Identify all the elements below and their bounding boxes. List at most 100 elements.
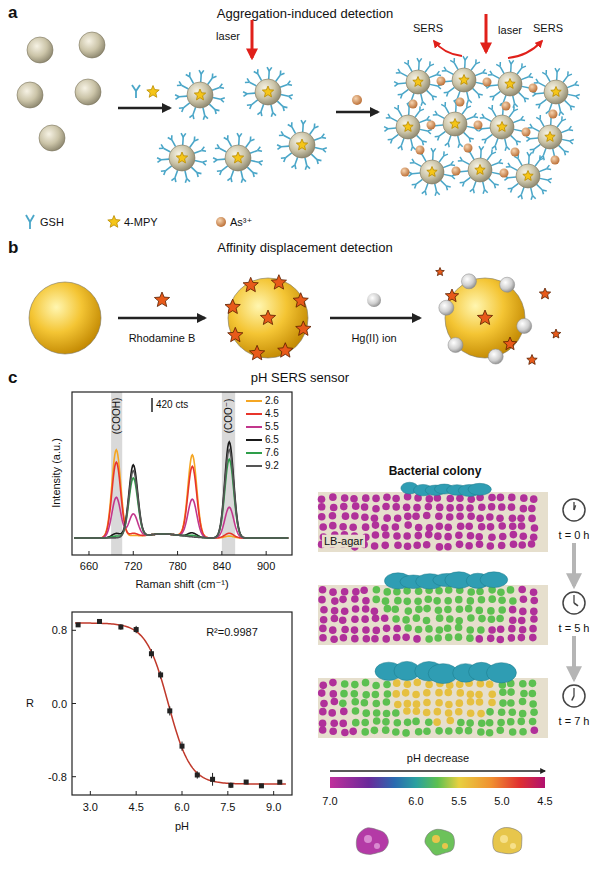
sensor-bead [478, 719, 486, 727]
fit-annotation: R²=0.9987 [206, 626, 258, 639]
arrow [330, 770, 545, 772]
sensor-bead [423, 605, 431, 613]
gsh-ligand [530, 148, 534, 150]
gsh-ligand [492, 110, 496, 117]
gsh-ligand [494, 184, 495, 188]
sensor-bead [412, 718, 420, 726]
star-symbol [503, 337, 516, 350]
panel-title: pH SERS sensor [251, 371, 349, 386]
sensor-bead [382, 635, 390, 643]
sensor-bead [394, 541, 402, 549]
arsenic-ion [522, 128, 531, 137]
sensor-bead [403, 503, 411, 511]
colorbar-tick: 5.0 [494, 795, 509, 808]
sensor-bead [330, 636, 338, 644]
gsh-ligand [259, 162, 262, 165]
star-symbol [260, 310, 275, 325]
sensor-bead [331, 607, 339, 615]
star-symbol [225, 299, 240, 313]
drawing-part [132, 85, 140, 98]
sensor-bead [412, 691, 420, 699]
gsh-ligand [536, 79, 538, 83]
sensor-bead-icon [442, 843, 448, 849]
sensor-bead [529, 625, 537, 633]
nanoparticle [27, 37, 53, 63]
star-symbol [523, 171, 533, 181]
gsh-ligand [512, 183, 518, 188]
gsh-ligand [458, 136, 460, 144]
sensor-bead [423, 541, 431, 549]
gsh-ligand [407, 60, 409, 64]
sensor-bead [508, 634, 516, 642]
arsenic-ion [500, 169, 509, 178]
gsh-ligand [277, 101, 283, 107]
sensor-bead [352, 707, 360, 715]
spectrum-line [74, 459, 288, 538]
axis-tick: 4.5 [129, 801, 144, 814]
gsh-ligand [217, 158, 225, 160]
gsh-ligand [540, 178, 548, 180]
legend-line [246, 426, 262, 428]
time-label: t = 7 h [559, 715, 590, 728]
sensor-bead [423, 727, 431, 735]
sensor-bead [499, 533, 507, 541]
sensor-bead [467, 588, 475, 596]
nanoparticle [17, 82, 43, 108]
gsh-ligand [412, 159, 414, 163]
gsh-ligand [401, 138, 404, 146]
sensor-bead [318, 689, 326, 697]
star-symbol [545, 132, 555, 142]
sensor-bead [352, 719, 360, 727]
sensor-bead [478, 503, 486, 511]
gsh-ligand [172, 140, 176, 147]
arsenic-ion [352, 95, 362, 105]
gsh-ligand [492, 152, 496, 154]
panel-letter: b [8, 238, 18, 258]
gsh-ligand [540, 158, 544, 160]
sensor-bead [351, 626, 359, 634]
sensor-bead [320, 700, 328, 708]
gsh-ligand [425, 66, 430, 72]
sensor-bead [351, 681, 359, 689]
gsh-ligand [247, 104, 251, 106]
sensor-bead [415, 524, 423, 532]
gsh-ligand [185, 171, 187, 179]
clock-icon [563, 592, 585, 614]
sers-arrow [434, 41, 462, 56]
sensor-bead [507, 718, 515, 726]
sensor-bead [434, 708, 442, 716]
arsenic-ion [409, 100, 418, 109]
gsh-ligand [432, 96, 433, 100]
gsh-ligand [415, 111, 420, 117]
gsh-ligand [221, 99, 224, 102]
gsh-ligand [388, 114, 390, 118]
sensor-bead [518, 617, 526, 625]
star-symbol [505, 79, 515, 89]
nanoparticle [452, 68, 476, 92]
legend-text: 6.5 [265, 434, 279, 446]
sensor-bead [382, 726, 390, 734]
sensor-bead [319, 720, 327, 728]
sensor-bead [499, 699, 507, 707]
sensor-bead [329, 626, 337, 634]
sensor-bead [465, 605, 473, 613]
gsh-ligand [453, 58, 455, 62]
sensor-bead [467, 597, 475, 605]
panel-a [17, 14, 580, 229]
sensor-bead [339, 523, 347, 531]
nanoparticle [169, 145, 195, 171]
sensor-bead [528, 515, 536, 523]
nanoparticle [498, 72, 522, 96]
sensor-bead [361, 513, 369, 521]
gsh-ligand [276, 75, 281, 81]
star-symbol [176, 152, 187, 163]
gsh-ligand [247, 92, 255, 94]
sensor-bead [445, 689, 453, 697]
sensor-bead [373, 709, 381, 717]
band-label: (COO⁻) [223, 399, 235, 434]
sensor-bead [413, 504, 421, 512]
sensor-bead [455, 617, 463, 625]
gsh-ligand [474, 116, 478, 118]
gsh-ligand [547, 168, 551, 170]
data-point [97, 619, 102, 624]
